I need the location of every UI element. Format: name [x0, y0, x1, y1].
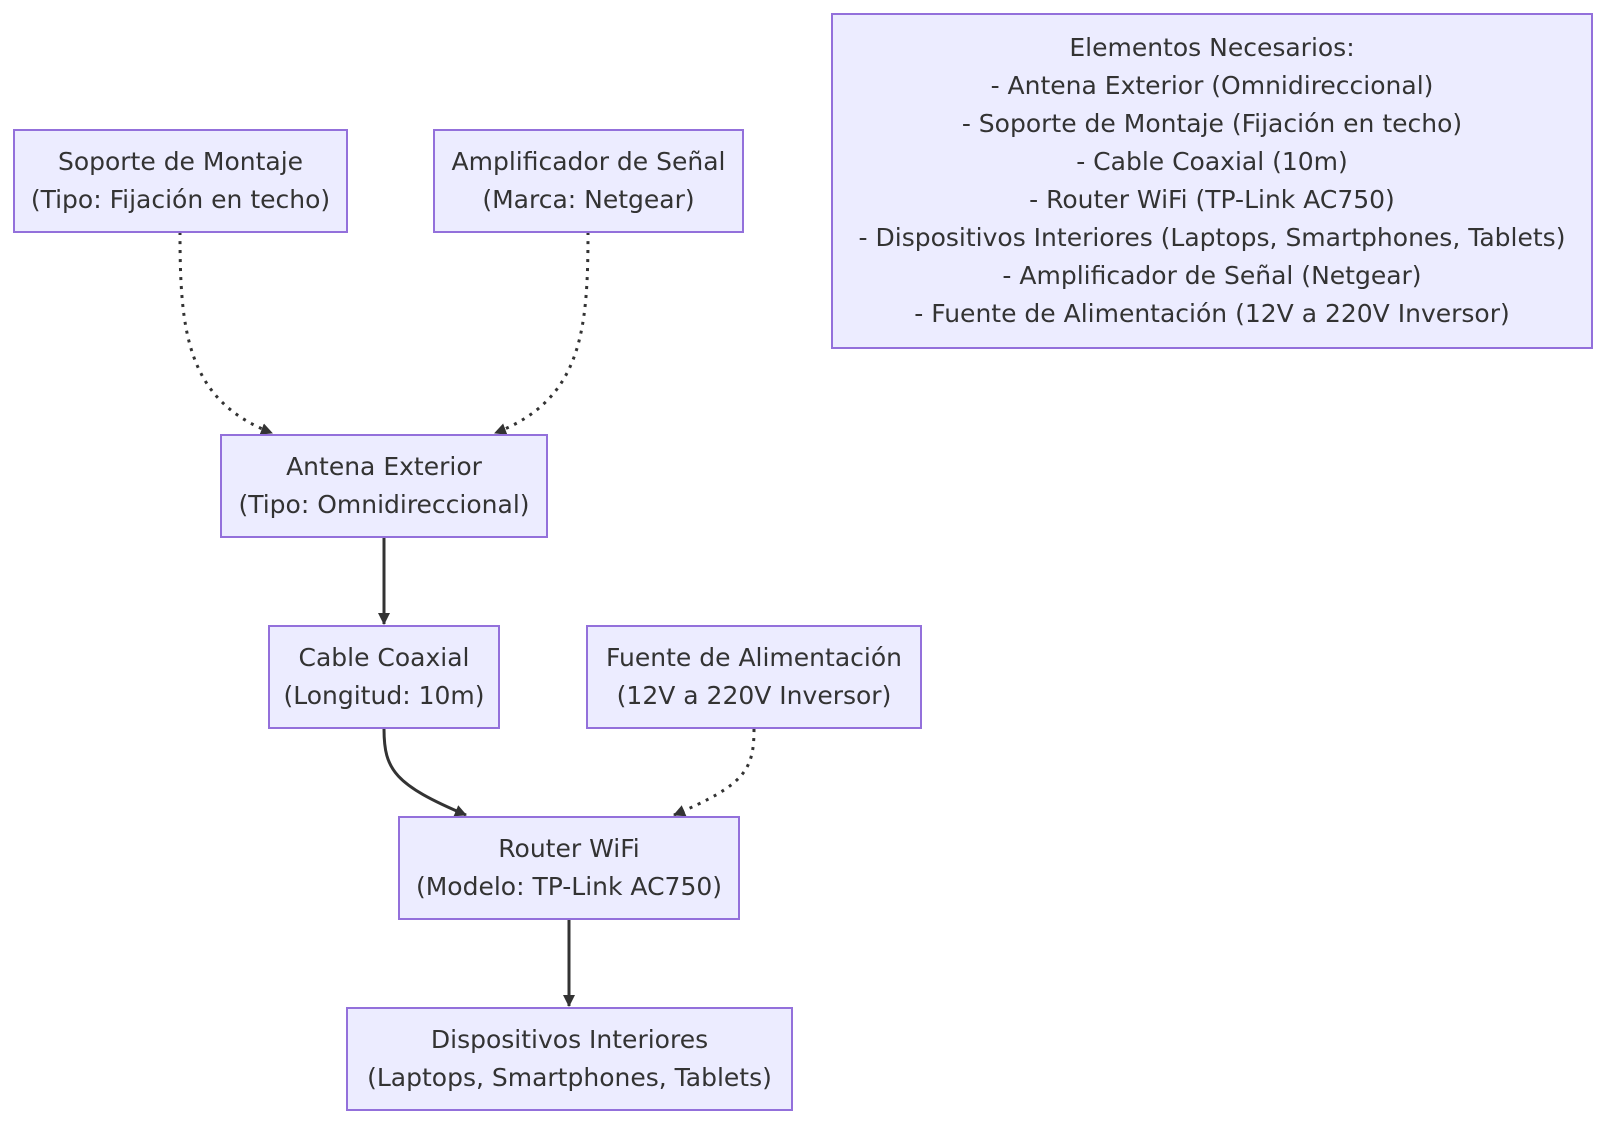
node-dispositivos-interiores: Dispositivos Interiores (Laptops, Smartp… [346, 1007, 793, 1111]
node-router-line2: (Modelo: TP-Link AC750) [415, 872, 723, 901]
node-amplificador-line2: (Marca: Netgear) [482, 185, 695, 214]
node-amplificador-de-senal: Amplificador de Señal (Marca: Netgear) [433, 129, 744, 233]
note-line-title: Elementos Necesarios: [1069, 33, 1355, 62]
node-antena-line2: (Tipo: Omnidireccional) [238, 490, 530, 519]
node-soporte-line1: Soporte de Montaje [57, 147, 304, 176]
note-line-soporte: - Soporte de Montaje (Fijación en techo) [961, 109, 1463, 138]
note-line-router: - Router WiFi (TP-Link AC750) [1029, 185, 1395, 214]
node-dispositivos-line2: (Laptops, Smartphones, Tablets) [367, 1063, 772, 1092]
edge-cable-to-router [382, 728, 467, 817]
note-line-cable: - Cable Coaxial (10m) [1076, 147, 1348, 176]
edge-soporte-to-antena [178, 231, 273, 435]
node-cable-coaxial: Cable Coaxial (Longitud: 10m) [268, 625, 500, 729]
node-cable-line2: (Longitud: 10m) [283, 681, 485, 710]
node-amplificador-line1: Amplificador de Señal [451, 147, 726, 176]
node-fuente-de-alimentacion: Fuente de Alimentación (12V a 220V Inver… [586, 625, 922, 729]
node-soporte-de-montaje: Soporte de Montaje (Tipo: Fijación en te… [13, 129, 348, 233]
note-line-fuente: - Fuente de Alimentación (12V a 220V Inv… [914, 299, 1510, 328]
edge-fuente-to-router [673, 728, 756, 817]
note-line-amplificador: - Amplificador de Señal (Netgear) [1002, 261, 1422, 290]
note-elementos-necesarios: Elementos Necesarios: - Antena Exterior … [831, 13, 1593, 349]
node-fuente-line1: Fuente de Alimentación [606, 643, 902, 672]
node-router-wifi: Router WiFi (Modelo: TP-Link AC750) [398, 816, 740, 920]
node-dispositivos-line1: Dispositivos Interiores [430, 1025, 709, 1054]
node-router-line1: Router WiFi [498, 834, 640, 863]
node-fuente-line2: (12V a 220V Inversor) [616, 681, 892, 710]
node-antena-exterior: Antena Exterior (Tipo: Omnidireccional) [220, 434, 548, 538]
edge-amplificador-to-antena [494, 231, 590, 435]
note-line-dispositivos: - Dispositivos Interiores (Laptops, Smar… [858, 223, 1566, 252]
node-antena-line1: Antena Exterior [286, 452, 482, 481]
note-line-antena: - Antena Exterior (Omnidireccional) [990, 71, 1434, 100]
node-cable-line1: Cable Coaxial [298, 643, 470, 672]
node-soporte-line2: (Tipo: Fijación en techo) [30, 185, 331, 214]
